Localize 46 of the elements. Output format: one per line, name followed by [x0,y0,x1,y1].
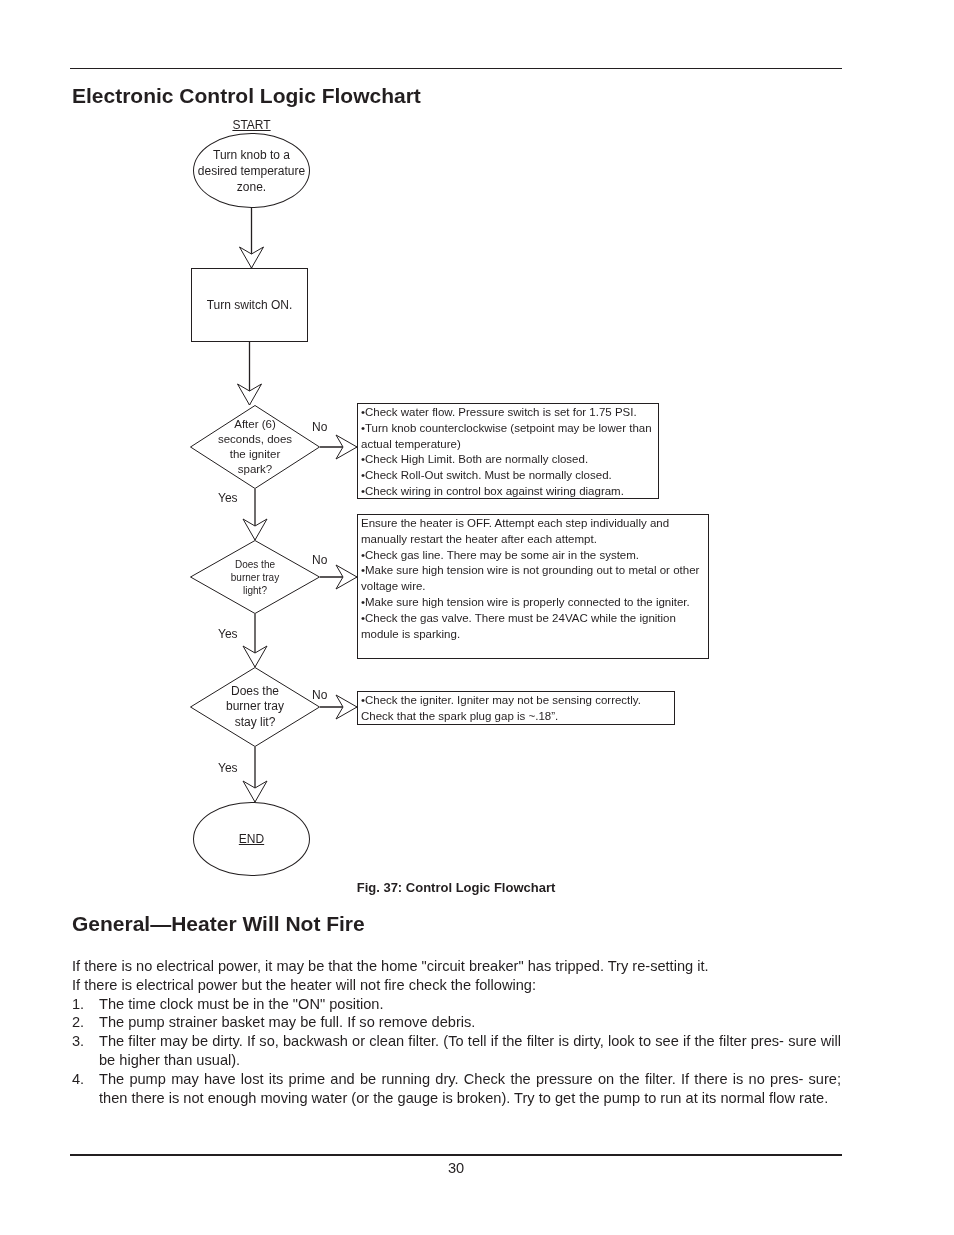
node-text: Turn switch ON. [206,297,293,313]
node-text: •Make sure high tension wire is properly connected to the igniter. [361,595,691,610]
arrow [237,341,262,406]
edge-label: Yes [218,761,238,775]
arrow [242,746,268,803]
node-text: •Check the igniter. Igniter may not be sensing correctly. Check that the spark plug gap is ~.18”. [361,693,642,724]
node-text: •Check water flow. Pressure switch is set for 1.75 PSI. [361,405,638,420]
node-text: •Check wiring in control box against wiring diagram. [361,484,625,499]
arrow [319,694,358,720]
start-label: START [231,117,272,133]
edge-label: No [312,688,328,702]
node-text: •Check the gas valve. There must be 24VAC while the ignition module is sparking. [361,610,677,642]
list-number: 1. [72,995,86,1014]
edge-label: Yes [218,627,238,641]
node-text: Ensure the heater is OFF. Attempt each step individually and manually restart the heater after each attempt. [361,516,671,547]
node-text: •Check gas line. There may be some air in the system. [361,547,641,563]
node-text: Turn knob to a desired temperature zone. [196,146,307,195]
arrow [242,613,268,668]
arrow [319,434,358,460]
edge-label: No [312,553,328,567]
figure-caption: Fig. 37: Control Logic Flowchart [355,880,557,895]
paragraph: If there is no electrical power, it may be that the home "circuit breaker" has tripped. Try re-setting it. [72,957,710,976]
list-number: 4. [72,1070,86,1089]
node-text: After (6) seconds, does the igniter spark? [216,417,294,477]
paragraph: If there is electrical power but the heater will not fire check the following: [72,976,537,995]
page-heading: Electronic Control Logic Flowchart [72,83,421,109]
list-number: 2. [72,1013,86,1032]
arrow [242,488,268,541]
node-text: •Check High Limit. Both are normally closed. [361,452,590,468]
node-text: Does the burner tray light? [229,557,281,597]
list-item-text: The filter may be dirty. If so, backwash or clean filter. (To tell if the filter is dirty, look to see if the filter pres- sure will be higher than usual). [99,1032,841,1070]
list-item-text: The time clock must be in the "ON" position. [99,995,385,1014]
node-text: •Make sure high tension wire is not grounding out to metal or other voltage wire. [361,563,701,595]
node-text: •Turn knob counterclockwise (setpoint may be lower than actual temperature) [361,420,653,452]
arrow [319,564,358,590]
edge-label: No [312,420,328,434]
list-number: 3. [72,1032,86,1051]
node-text: END [238,831,265,847]
list-item-text: The pump may have lost its prime and be running dry. Check the pressure on the filter. If there is no pres- sure; then there is not enough moving water (or the gauge is broken). Try to get the pump to run at its normal flow rate. [99,1070,841,1108]
node-text: Does the burner tray stay lit? [225,683,285,731]
node-text: •Check Roll-Out switch. Must be normally closed. [361,468,613,484]
page-number: 30 [446,1159,466,1178]
edge-label: Yes [218,491,238,505]
list-item-text: The pump strainer basket may be full. If so remove debris. [99,1013,477,1032]
arrow [239,207,264,269]
section-heading: General—Heater Will Not Fire [72,911,365,937]
